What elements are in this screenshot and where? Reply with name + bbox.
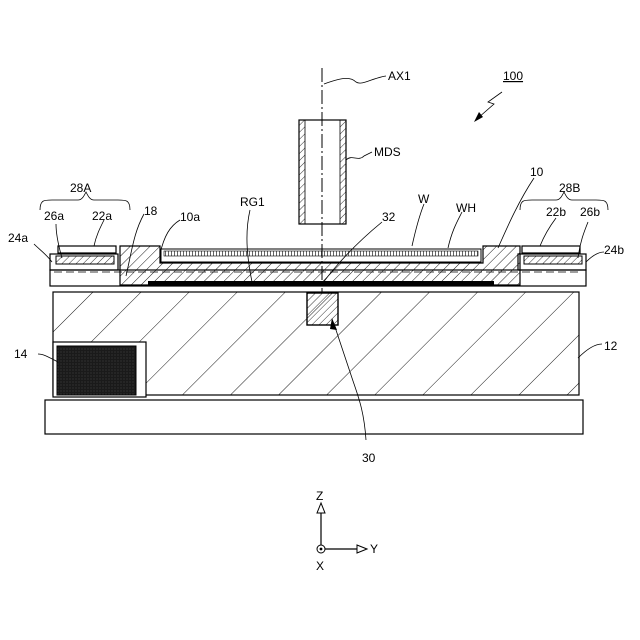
label-12: 12 — [604, 339, 618, 353]
arrow-100 — [474, 112, 483, 122]
label-30: 30 — [362, 451, 376, 465]
leader-mds — [346, 152, 372, 160]
leader-12 — [578, 344, 602, 358]
label-w: W — [418, 192, 430, 206]
label-22b: 22b — [546, 205, 566, 219]
label-32: 32 — [382, 210, 396, 224]
part-30 — [307, 293, 338, 325]
y-arrowhead — [357, 545, 367, 553]
label-ax1: AX1 — [388, 69, 411, 83]
mds-wall-left — [299, 120, 305, 224]
label-10a: 10a — [180, 210, 200, 224]
axis-label-y: Y — [370, 542, 378, 556]
axis-label-z: Z — [316, 489, 323, 503]
label-28a: 28A — [70, 181, 91, 195]
wafer-w — [164, 251, 478, 256]
label-24a: 24a — [8, 231, 28, 245]
label-14: 14 — [14, 347, 28, 361]
label-18: 18 — [144, 204, 158, 218]
label-mds: MDS — [374, 145, 401, 159]
mds-wall-right — [340, 120, 346, 224]
plate-26b — [524, 256, 582, 264]
base-plate — [45, 400, 583, 434]
leader-22a — [94, 220, 104, 246]
label-wh: WH — [456, 201, 476, 215]
axis-label-x: X — [316, 559, 324, 573]
leader-22b — [540, 218, 556, 246]
leader-100 — [478, 92, 502, 118]
label-24b: 24b — [604, 243, 624, 257]
plate-22a — [58, 246, 116, 253]
label-26a: 26a — [44, 209, 64, 223]
leader-ax1 — [324, 76, 386, 84]
leader-wh — [448, 212, 462, 248]
label-22a: 22a — [92, 209, 112, 223]
block-14 — [57, 346, 136, 395]
label-rg1: RG1 — [240, 195, 265, 209]
leader-24b — [586, 252, 604, 262]
label-28b: 28B — [559, 181, 580, 195]
label-100: 100 — [503, 69, 523, 83]
label-26b: 26b — [580, 205, 600, 219]
plate-26a — [56, 256, 114, 264]
leader-24a — [34, 244, 52, 262]
z-arrowhead — [317, 503, 325, 513]
label-10: 10 — [530, 165, 544, 179]
plate-22b — [522, 246, 580, 253]
grating-rg1 — [148, 281, 494, 285]
x-axis-dot — [320, 548, 323, 551]
leader-10 — [498, 178, 534, 248]
leader-w — [412, 204, 424, 246]
